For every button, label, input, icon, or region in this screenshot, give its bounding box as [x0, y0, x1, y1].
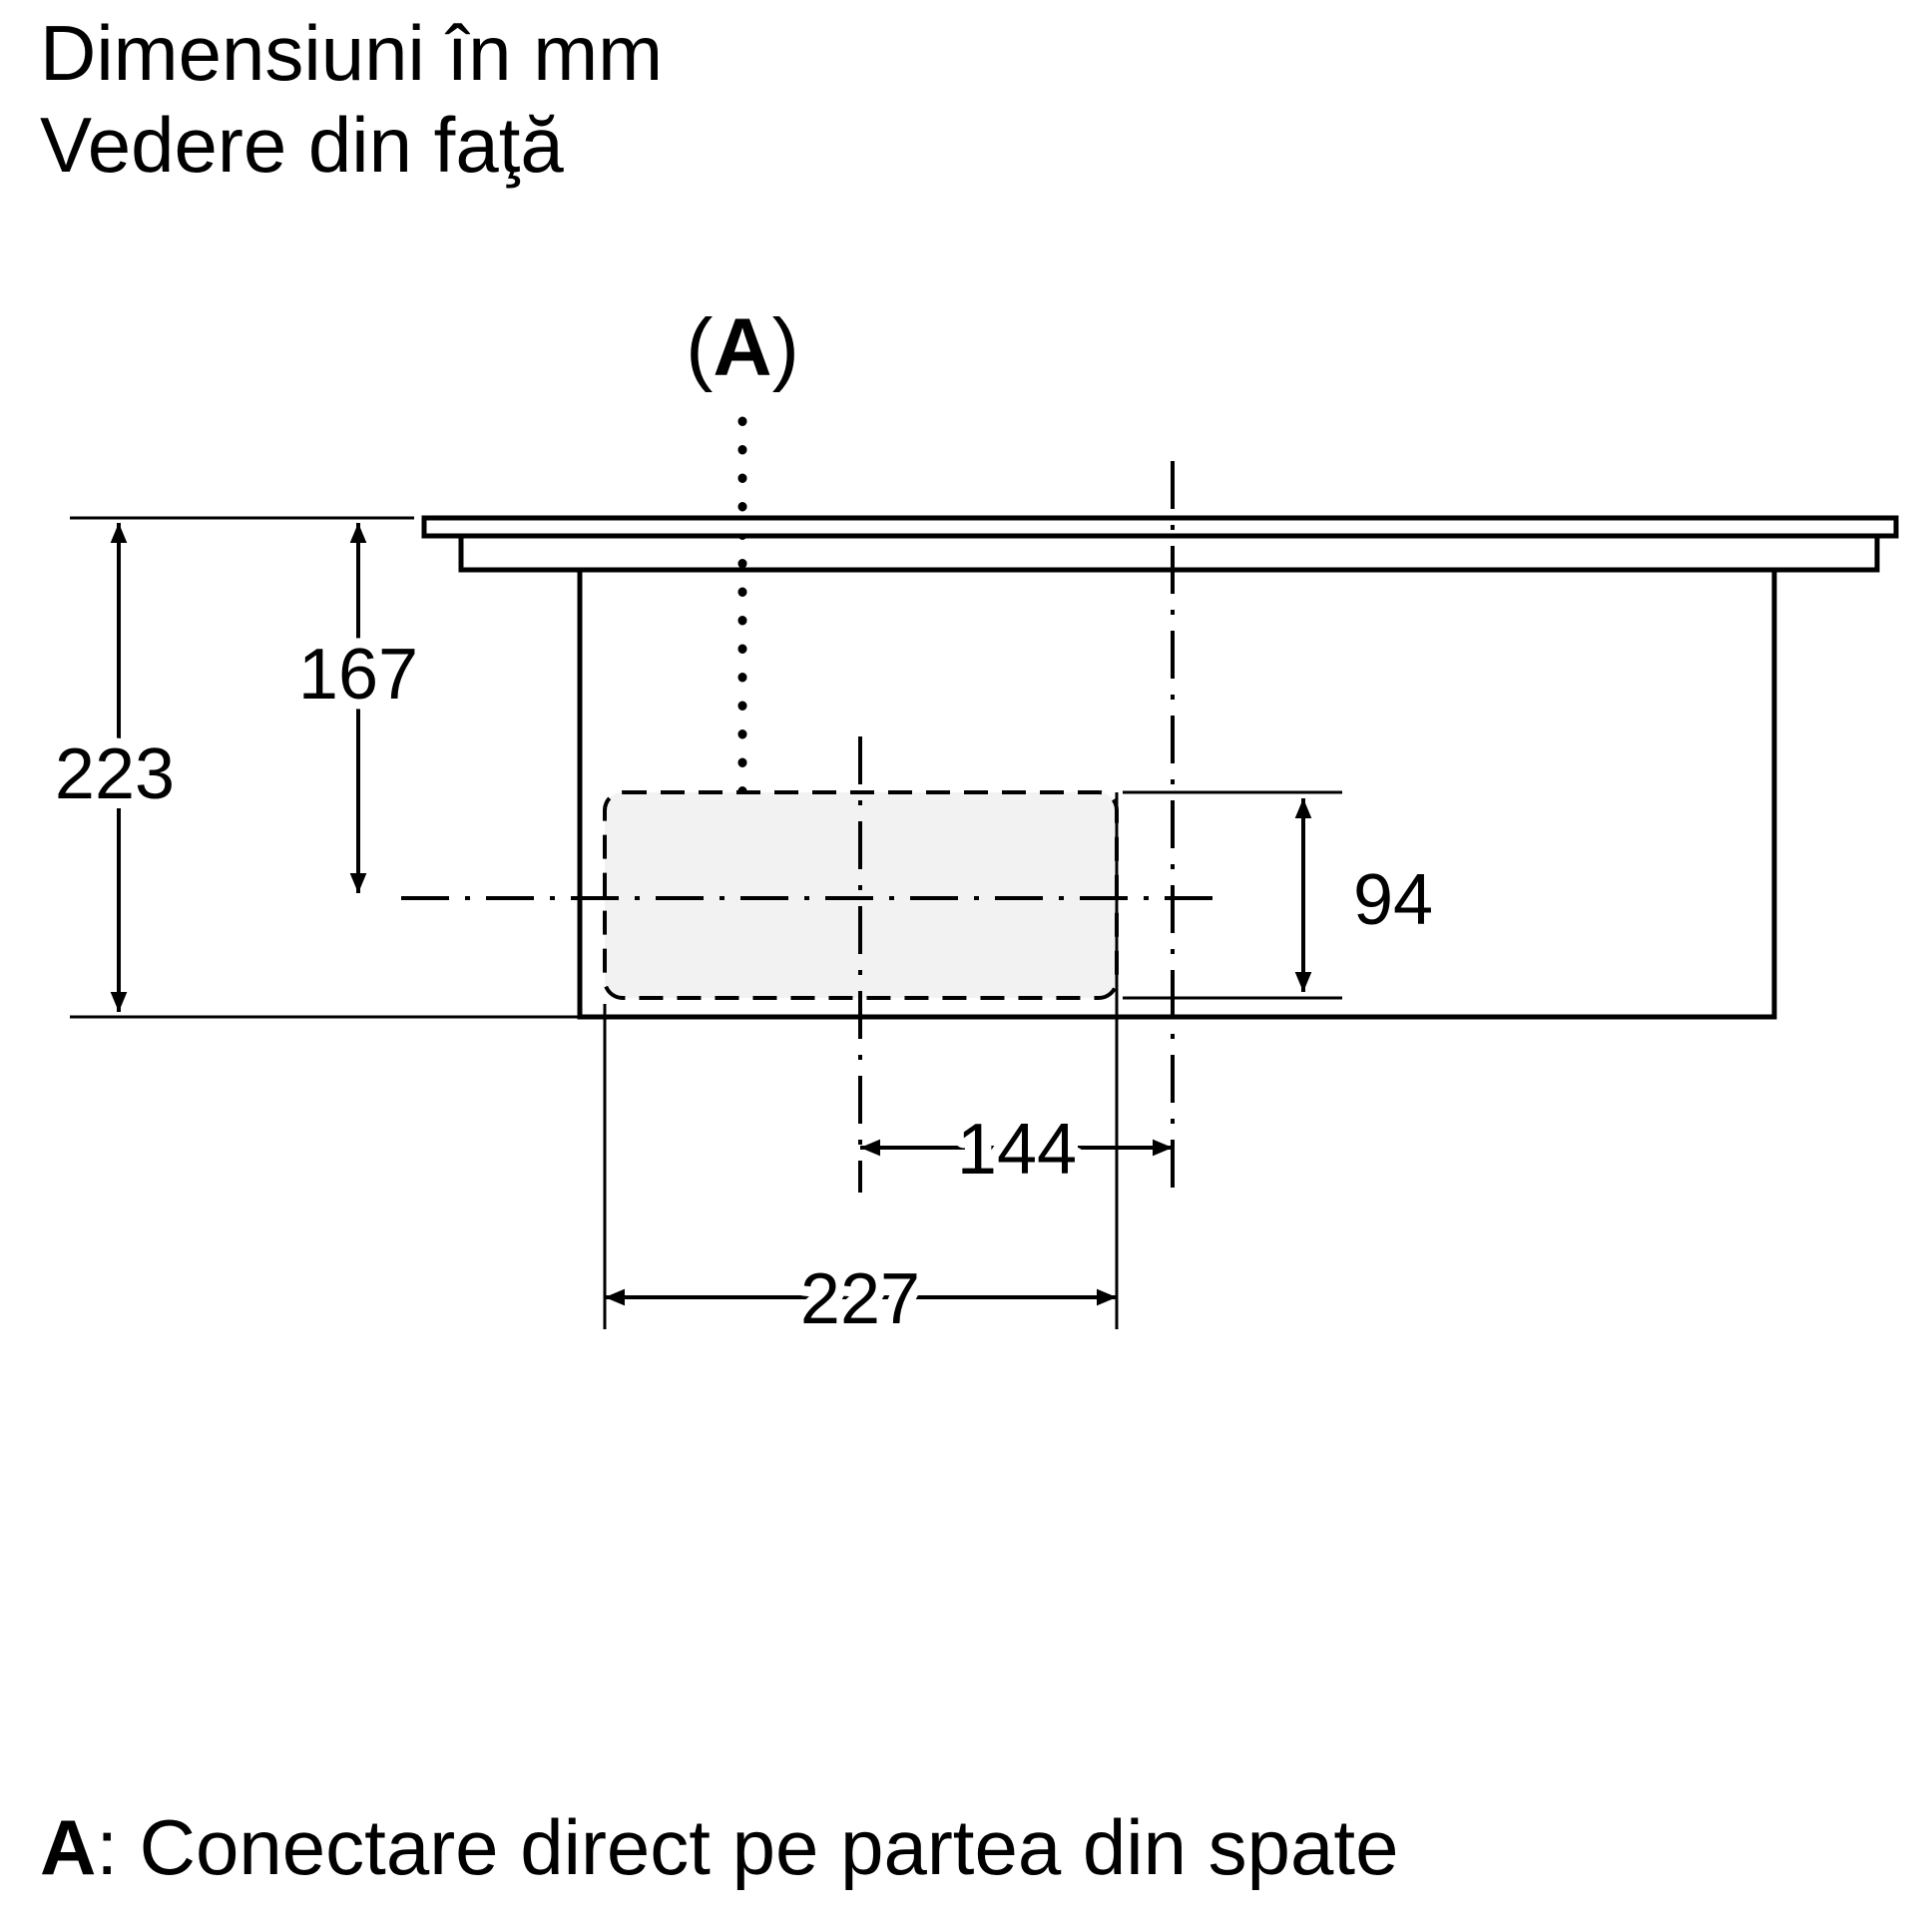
centerlines — [401, 461, 1225, 1198]
footnote: A: Conectare direct pe partea din spate — [40, 1803, 1398, 1891]
cooktop-outline — [421, 515, 1899, 1020]
dim-94-value: 94 — [1353, 860, 1433, 940]
footnote-label: A — [40, 1803, 96, 1891]
cooktop-glass-top — [421, 515, 1899, 539]
connection-point-label: (A) — [686, 302, 799, 393]
dim-223-value: 223 — [55, 734, 175, 814]
cooktop-frame — [458, 536, 1880, 573]
dimension-227: 227 — [603, 792, 1119, 1349]
dim-167-value: 167 — [298, 635, 418, 715]
dimension-223: 223 — [45, 516, 580, 1019]
dimension-167: 167 — [288, 523, 428, 893]
title-line-2: Vedere din faţă — [40, 101, 564, 189]
title-line-1: Dimensiuni în mm — [40, 9, 663, 97]
dimension-144: 144 — [860, 1100, 1173, 1200]
dim-144-value: 144 — [957, 1110, 1077, 1190]
footnote-text: : Conectare direct pe partea din spate — [96, 1803, 1398, 1891]
dimension-94: 94 — [1123, 790, 1443, 1000]
dim-227-value: 227 — [800, 1259, 920, 1339]
appliance-body — [577, 570, 1777, 1020]
